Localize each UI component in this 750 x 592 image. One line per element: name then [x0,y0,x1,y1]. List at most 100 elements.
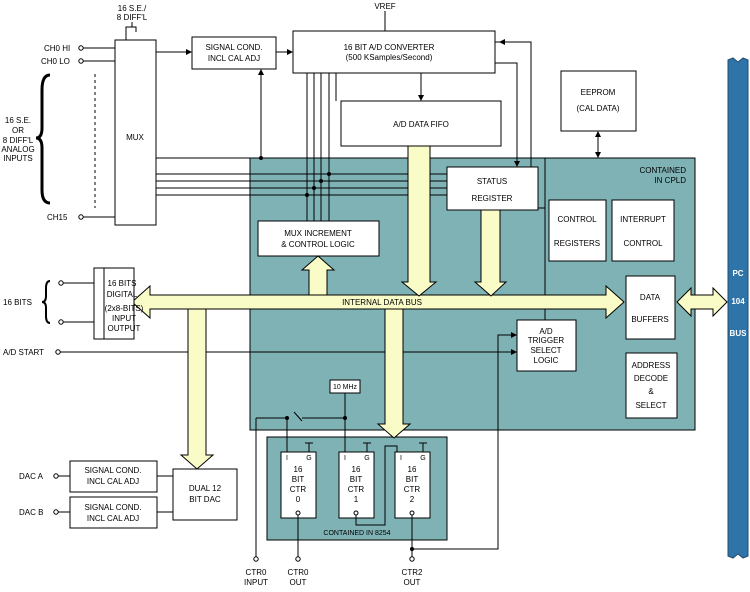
status-register-label-2: REGISTER [472,194,513,203]
ch0-lo-label: CH0 LO [41,57,70,66]
digital-io-brace [41,280,51,324]
analog-inputs-label-4: ANALOG [1,145,34,154]
trigger-select-label-4: LOGIC [534,356,559,365]
address-decode-box [625,352,678,419]
dual-dac-box [172,468,238,521]
dual-dac-label-2: BIT DAC [189,495,221,504]
ctr0-out-label-1: CTR0 [288,568,309,577]
signal-cond-label-1: SIGNAL COND. [205,43,262,52]
eeprom-box [560,70,637,132]
counter-1-pin-i: I [344,455,346,462]
fifo-label: A/D DATA FIFO [393,120,449,129]
internal-data-bus-label: INTERNAL DATA BUS [342,298,422,307]
pc104-label-2: 104 [731,297,745,306]
counter-bus-arrow [376,308,412,439]
cpld-label-2: IN CPLD [654,176,686,185]
ctr2-out-label-1: CTR2 [402,568,423,577]
counter-8254-label: CONTAINED IN 8254 [323,530,390,537]
interrupt-control-label-2: CONTROL [623,239,663,248]
fifo-bus-arrow [400,145,438,297]
data-buffers-label-2: BUFFERS [631,315,668,324]
ch15-label: CH15 [47,213,68,222]
analog-inputs-label-2: OR [12,126,24,135]
signal-cond-label-2: INCL CAL ADJ [208,54,260,63]
control-registers-label-1: CONTROL [557,215,597,224]
data-buffers-box [625,275,676,340]
digital-io-box-label-2: DIGITAL [107,290,138,299]
ctr0-input-label-1: CTR0 [246,568,267,577]
trigger-select-label-3: SELECT [530,346,561,355]
mux-increment-label-2: & CONTROL LOGIC [281,240,355,249]
trigger-select-box [516,319,577,372]
trigger-select-label-2: TRIGGER [528,336,565,345]
counter-1-box [338,451,375,519]
pc104-bus-bar [727,57,749,559]
counter-1-label-1: 16 [352,465,361,474]
dac-a-signal-cond-box [69,460,158,493]
analog-inputs-label-3: 8 DIFF'L [3,136,34,145]
counter-0-box [280,451,317,519]
clock-label: 10 MHz [333,384,358,391]
control-registers-box [548,199,607,262]
mux-box [114,39,157,226]
analog-inputs-label-5: INPUTS [3,154,32,163]
counter-1-pin-g: G [364,455,369,462]
eeprom-label-2: (CAL DATA) [577,104,620,113]
counter-1-label-3: CTR [348,485,365,494]
adc-label-1: 16 BIT A/D CONVERTER [344,43,435,52]
dac-a-signal-cond-label-2: INCL CAL ADJ [87,477,139,486]
address-decode-label-4: SELECT [635,401,666,410]
adc-box [292,30,496,74]
ad-start-label: A/D START [3,348,44,357]
dac-b-signal-cond-label-1: SIGNAL COND. [84,503,141,512]
analog-inputs-label-1: 16 S.E. [5,116,31,125]
dac-a-signal-cond-label-1: SIGNAL COND. [84,466,141,475]
ctr2-out-label-2: OUT [404,578,421,587]
mux-label: MUX [126,133,144,142]
dual-dac-label-1: DUAL 12 [189,484,222,493]
cpld-label-1: CONTAINED [639,166,686,175]
eeprom-label-1: EEPROM [581,88,616,97]
digital-io-box-label-4: INPUT [112,314,136,323]
counter-2-pin-i: I [400,455,402,462]
counter-0-label-1: 16 [294,465,303,474]
counter-1-label-4: 1 [354,495,359,504]
mux-mode-label-2: 8 DIFF'L [117,13,148,22]
ctr0-input-label-2: INPUT [244,578,268,587]
counter-0-label-4: 0 [296,495,301,504]
counter-2-label-1: 16 [408,465,417,474]
internal-data-bus-arrow [131,284,625,320]
data-buffers-label-1: DATA [640,293,661,302]
adc-label-2: (500 KSamples/Second) [346,53,433,62]
analog-inputs-brace [35,73,51,205]
interrupt-control-box [611,199,675,262]
address-decode-label-1: ADDRESS [632,361,671,370]
mux-increment-box [257,220,380,257]
mux-increment-bus-arrow [300,255,336,296]
address-decode-label-3: & [648,387,654,396]
counter-0-pin-i: I [286,455,288,462]
dac-b-signal-cond-label-2: INCL CAL ADJ [87,514,139,523]
pc104-label-3: BUS [730,329,748,338]
counter-2-label-4: 2 [410,495,415,504]
status-bus-arrow [473,209,508,297]
dac-b-label: DAC B [19,508,43,517]
status-register-label-1: STATUS [477,177,507,186]
ctr0-out-label-2: OUT [290,578,307,587]
signal-cond-box [191,36,277,70]
counter-1-label-2: BIT [350,475,363,484]
control-registers-label-2: REGISTERS [554,239,600,248]
pc104-label-1: PC [732,269,743,278]
vref-label: VREF [374,2,395,11]
status-register-box [446,166,539,211]
interrupt-control-label-1: INTERRUPT [620,215,666,224]
dac-a-label: DAC A [19,472,44,481]
counter-2-box [394,451,431,519]
ch0-hi-label: CH0 HI [44,44,70,53]
counter-2-label-3: CTR [404,485,421,494]
address-decode-label-2: DECODE [634,374,668,383]
counter-0-label-3: CTR [290,485,307,494]
counter-0-label-2: BIT [292,475,305,484]
counter-2-label-2: BIT [406,475,419,484]
